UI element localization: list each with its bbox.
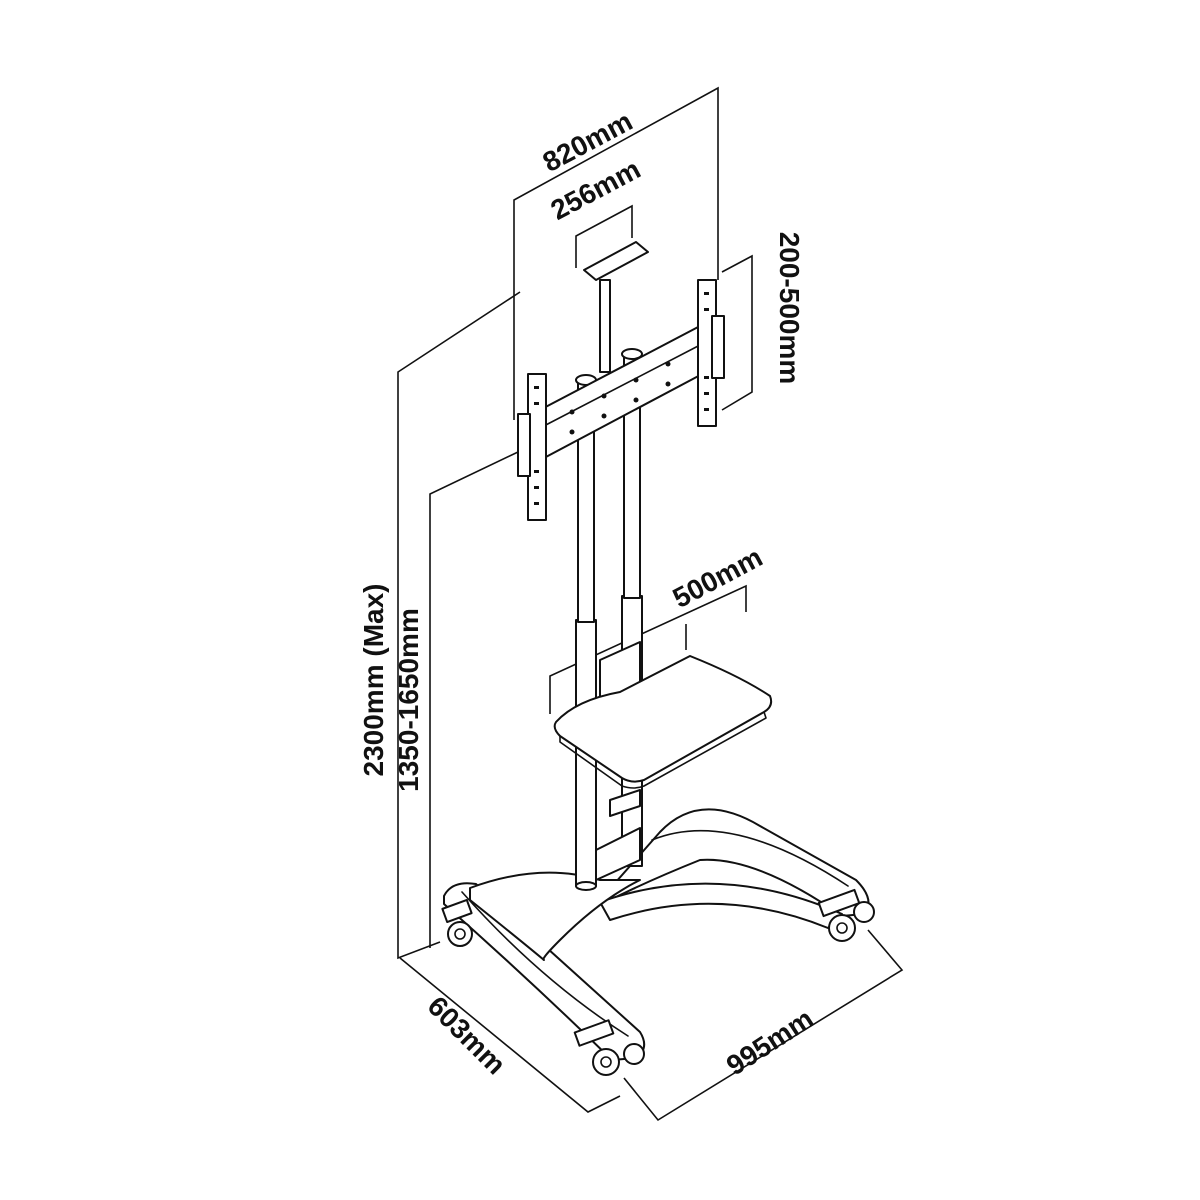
vesa-holes [569,361,671,435]
dim-line-256 [575,204,633,268]
tv-mount [517,279,725,521]
dim-label-995: 995mm [721,1003,819,1082]
dim-line-603 [399,957,621,1113]
caster-left-rear [573,1019,645,1076]
caster-right [817,888,875,942]
camera-tray [583,241,649,373]
dim-label-603: 603mm [422,990,512,1080]
dim-line-500 [549,584,747,714]
left-arm-slots [534,386,539,505]
tray-post [599,279,611,373]
mount-crossbar [535,325,707,459]
dim-label-vesa: 200-500mm [774,232,805,385]
caster-left-front [441,898,473,947]
dim-line-820 [513,86,719,420]
tray-plate [583,241,649,281]
right-arm-slots [704,292,709,411]
base-front-plate [469,871,641,961]
dim-label-500: 500mm [668,541,768,614]
dimension-lines [397,86,904,1122]
dim-line-1350 [429,451,519,948]
dim-line-vesa [721,254,753,411]
dim-line-995 [623,929,904,1122]
dim-label-2300: 2300mm (Max) [358,584,389,777]
av-shelf [553,641,773,789]
dim-label-1350: 1350-1650mm [393,608,424,792]
stand-base [441,808,875,1076]
lower-column-bracket [595,827,641,881]
dim-line-2300 [397,291,521,960]
